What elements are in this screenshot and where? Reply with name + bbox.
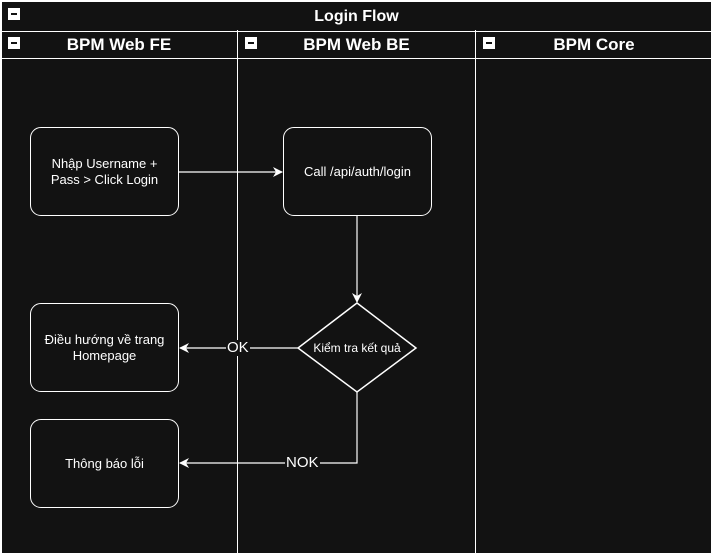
lane-bpm-web-fe: BPM Web FE — [1, 30, 237, 553]
lane-title: BPM Web FE — [66, 35, 172, 54]
lane-divider — [237, 30, 238, 553]
node-label: Call /api/auth/login — [304, 163, 411, 179]
node-label: Nhập Username + Pass > Click Login — [50, 155, 159, 187]
node-label: Thông báo lỗi — [65, 455, 144, 471]
lane-header: BPM Web FE — [1, 30, 237, 59]
collapse-icon[interactable] — [8, 8, 20, 20]
node-call-api[interactable]: Call /api/auth/login — [283, 127, 432, 216]
node-label: Điều hướng về trang Homepage — [44, 331, 165, 363]
lane-bpm-core: BPM Core — [476, 30, 712, 553]
lane-header: BPM Web BE — [238, 30, 475, 59]
collapse-icon[interactable] — [245, 37, 257, 49]
node-show-error[interactable]: Thông báo lỗi — [30, 419, 179, 508]
edge-label-nok: NOK — [285, 454, 320, 471]
lane-title: BPM Core — [553, 35, 635, 54]
collapse-icon[interactable] — [8, 37, 20, 49]
lane-title: BPM Web BE — [303, 35, 410, 54]
pool-header: Login Flow — [2, 2, 711, 32]
edge-label-ok: OK — [226, 339, 250, 356]
pool-title: Login Flow — [314, 8, 399, 25]
lane-bpm-web-be: BPM Web BE — [238, 30, 475, 553]
node-goto-homepage[interactable]: Điều hướng về trang Homepage — [30, 303, 179, 392]
lane-header: BPM Core — [476, 30, 712, 59]
lane-divider — [475, 30, 476, 553]
node-input-login[interactable]: Nhập Username + Pass > Click Login — [30, 127, 179, 216]
collapse-icon[interactable] — [483, 37, 495, 49]
node-check-result-label[interactable]: Kiểm tra kết quả — [313, 341, 401, 355]
